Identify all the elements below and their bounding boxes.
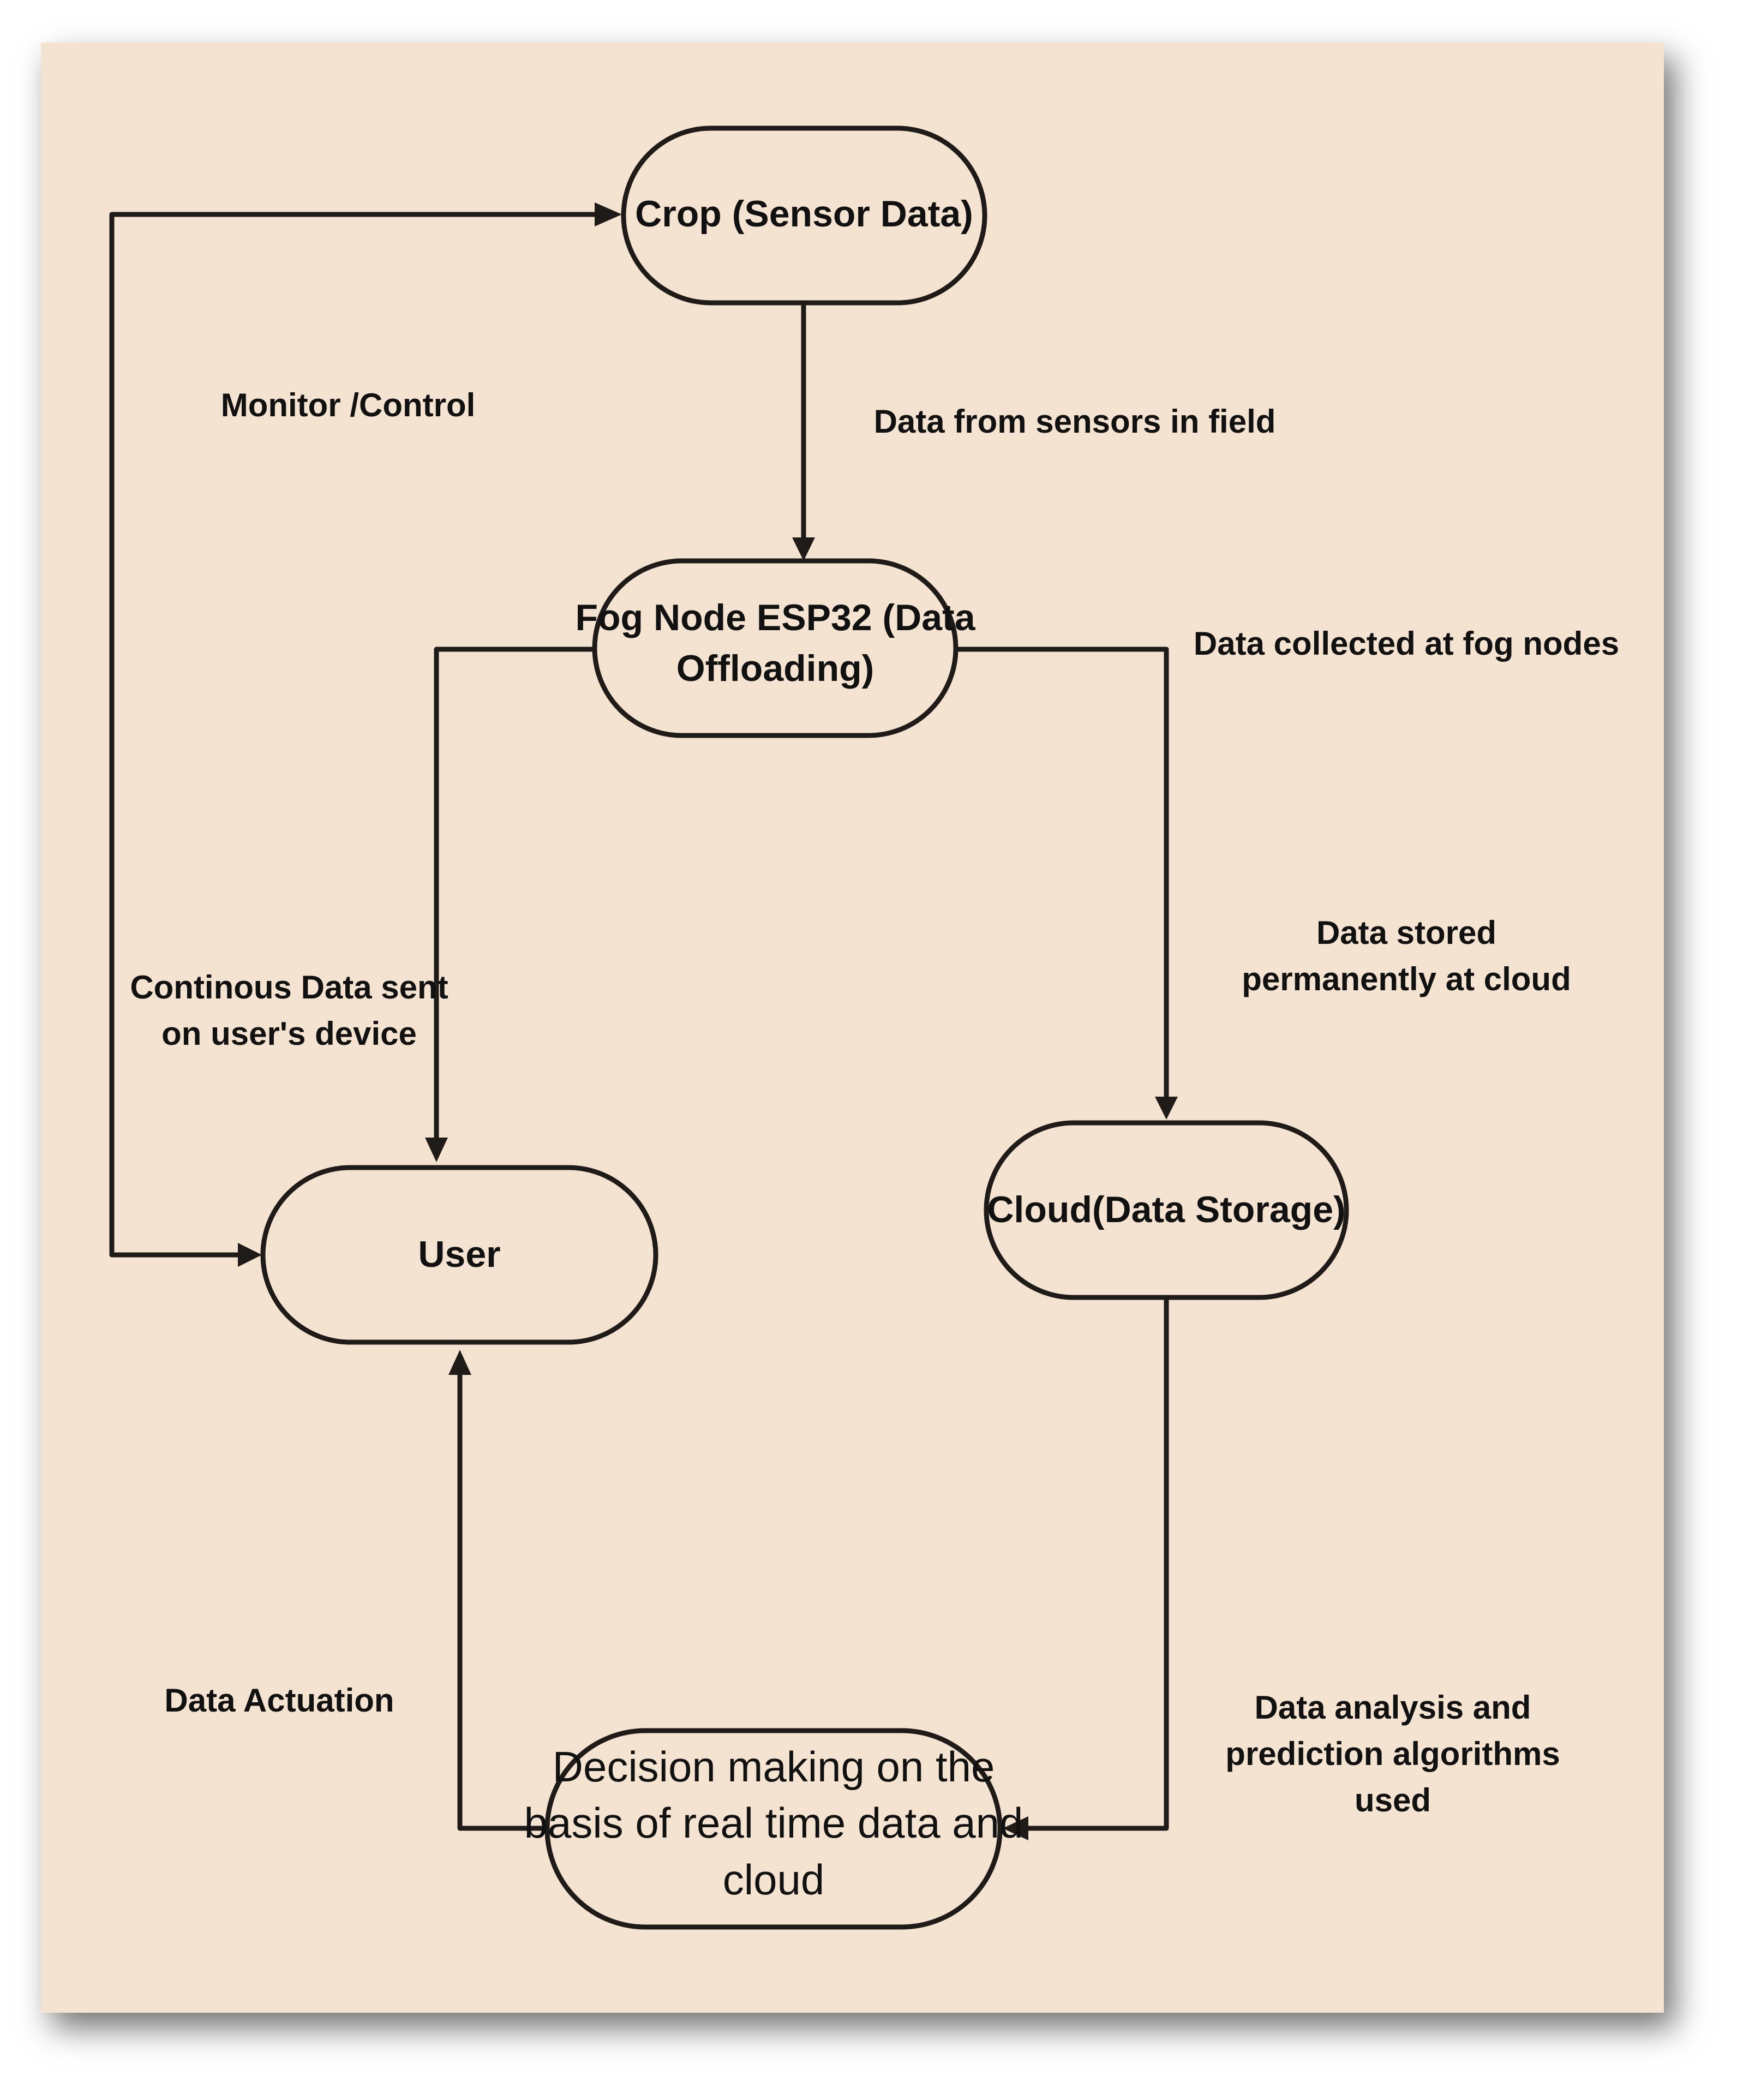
edge-label-sensor-data: Data from sensors in field xyxy=(874,403,1276,440)
edge-label-stored-line1: Data stored xyxy=(1316,914,1496,951)
edge-label-analysis-line2: prediction algorithms xyxy=(1225,1736,1560,1772)
node-user-label: User xyxy=(418,1234,500,1275)
node-decision: Decision making on the basis of real tim… xyxy=(524,1728,1023,1930)
edge-monitor-control xyxy=(109,202,622,1267)
edge-label-continuous-line1: Continous Data sent xyxy=(130,969,448,1006)
edge-decision-to-user xyxy=(448,1350,547,1831)
edge-label-stored-line2: permanently at cloud xyxy=(1242,961,1571,997)
node-fog: Fog Node ESP32 (Data Offloading) xyxy=(575,558,976,738)
edge-label-actuation: Data Actuation xyxy=(164,1682,394,1719)
node-user: User xyxy=(260,1165,658,1345)
edge-label-monitor-control: Monitor /Control xyxy=(221,387,476,423)
node-cloud: Cloud(Data Storage) xyxy=(984,1120,1349,1300)
node-crop: Crop (Sensor Data) xyxy=(621,125,987,306)
node-fog-label-line2: Offloading) xyxy=(676,648,875,689)
edge-label-analysis-line3: used xyxy=(1355,1782,1431,1818)
edge-fog-to-user xyxy=(425,647,595,1162)
node-fog-label-line1: Fog Node ESP32 (Data xyxy=(575,597,975,638)
edge-fog-to-cloud xyxy=(956,647,1178,1120)
edge-crop-to-fog xyxy=(792,304,815,561)
node-cloud-label: Cloud(Data Storage) xyxy=(987,1189,1345,1230)
edge-label-analysis-line1: Data analysis and xyxy=(1255,1689,1531,1726)
node-decision-label-line1: Decision making on the xyxy=(553,1743,995,1791)
diagram-canvas xyxy=(41,43,1664,2013)
edge-label-fog-collected: Data collected at fog nodes xyxy=(1194,625,1619,662)
edge-cloud-to-decision xyxy=(1003,1297,1169,1840)
node-decision-label-line3: cloud xyxy=(723,1856,824,1904)
edge-label-continuous-line2: on user's device xyxy=(161,1015,417,1052)
node-crop-label: Crop (Sensor Data) xyxy=(635,193,973,235)
node-decision-label-line2: basis of real time data and xyxy=(524,1799,1023,1847)
